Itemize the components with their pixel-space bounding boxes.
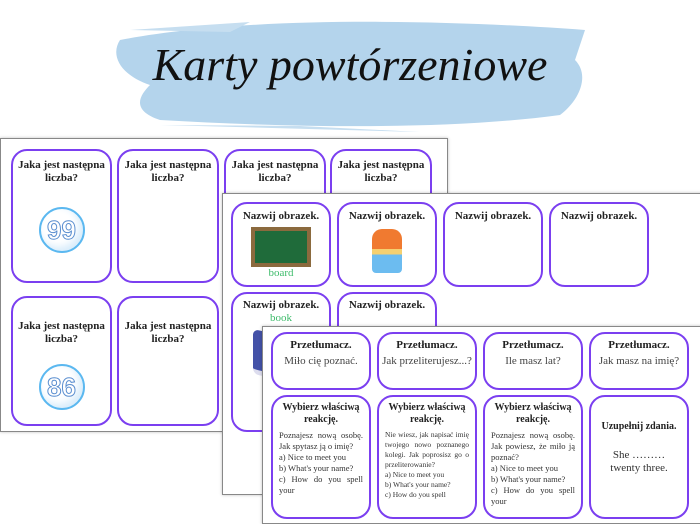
- chalkboard-icon: [251, 227, 311, 267]
- card[interactable]: Przetłumacz.Jak przeliterujesz...?: [377, 332, 477, 390]
- card-word: book: [270, 312, 292, 324]
- backpack-icon: [372, 229, 402, 273]
- card[interactable]: Wybierz właściwą reakcję. Nie wiesz, jak…: [377, 395, 477, 519]
- card[interactable]: Nazwij obrazek. board: [231, 202, 331, 287]
- card[interactable]: Nazwij obrazek.: [549, 202, 649, 287]
- card[interactable]: Wybierz właściwą reakcję. Poznajesz nową…: [271, 395, 371, 519]
- card[interactable]: Jaka jest następna liczba?99: [11, 149, 112, 283]
- card[interactable]: Jaka jest następna liczba?86: [11, 296, 112, 426]
- number-badge: 99: [38, 207, 85, 253]
- card[interactable]: Przetłumacz.Ile masz lat?: [483, 332, 583, 390]
- card[interactable]: Nazwij obrazek.: [443, 202, 543, 287]
- brush-banner: [116, 21, 585, 132]
- sheet-translation-cards: Przetłumacz.Miło cię poznać. Przetłumacz…: [262, 326, 700, 524]
- card[interactable]: Nazwij obrazek.: [337, 202, 437, 287]
- card-word: board: [268, 267, 294, 279]
- card[interactable]: Wybierz właściwą reakcję. Poznajesz nową…: [483, 395, 583, 519]
- card[interactable]: Przetłumacz.Jak masz na imię?: [589, 332, 689, 390]
- page-title: Karty powtórzeniowe: [152, 39, 548, 90]
- card[interactable]: Jaka jest następna liczba?: [117, 149, 219, 283]
- number-badge: 86: [38, 364, 85, 410]
- card[interactable]: Uzupełnij zdania. She ……… twenty three.: [589, 395, 689, 519]
- card[interactable]: Przetłumacz.Miło cię poznać.: [271, 332, 371, 390]
- card[interactable]: Jaka jest następna liczba?: [117, 296, 219, 426]
